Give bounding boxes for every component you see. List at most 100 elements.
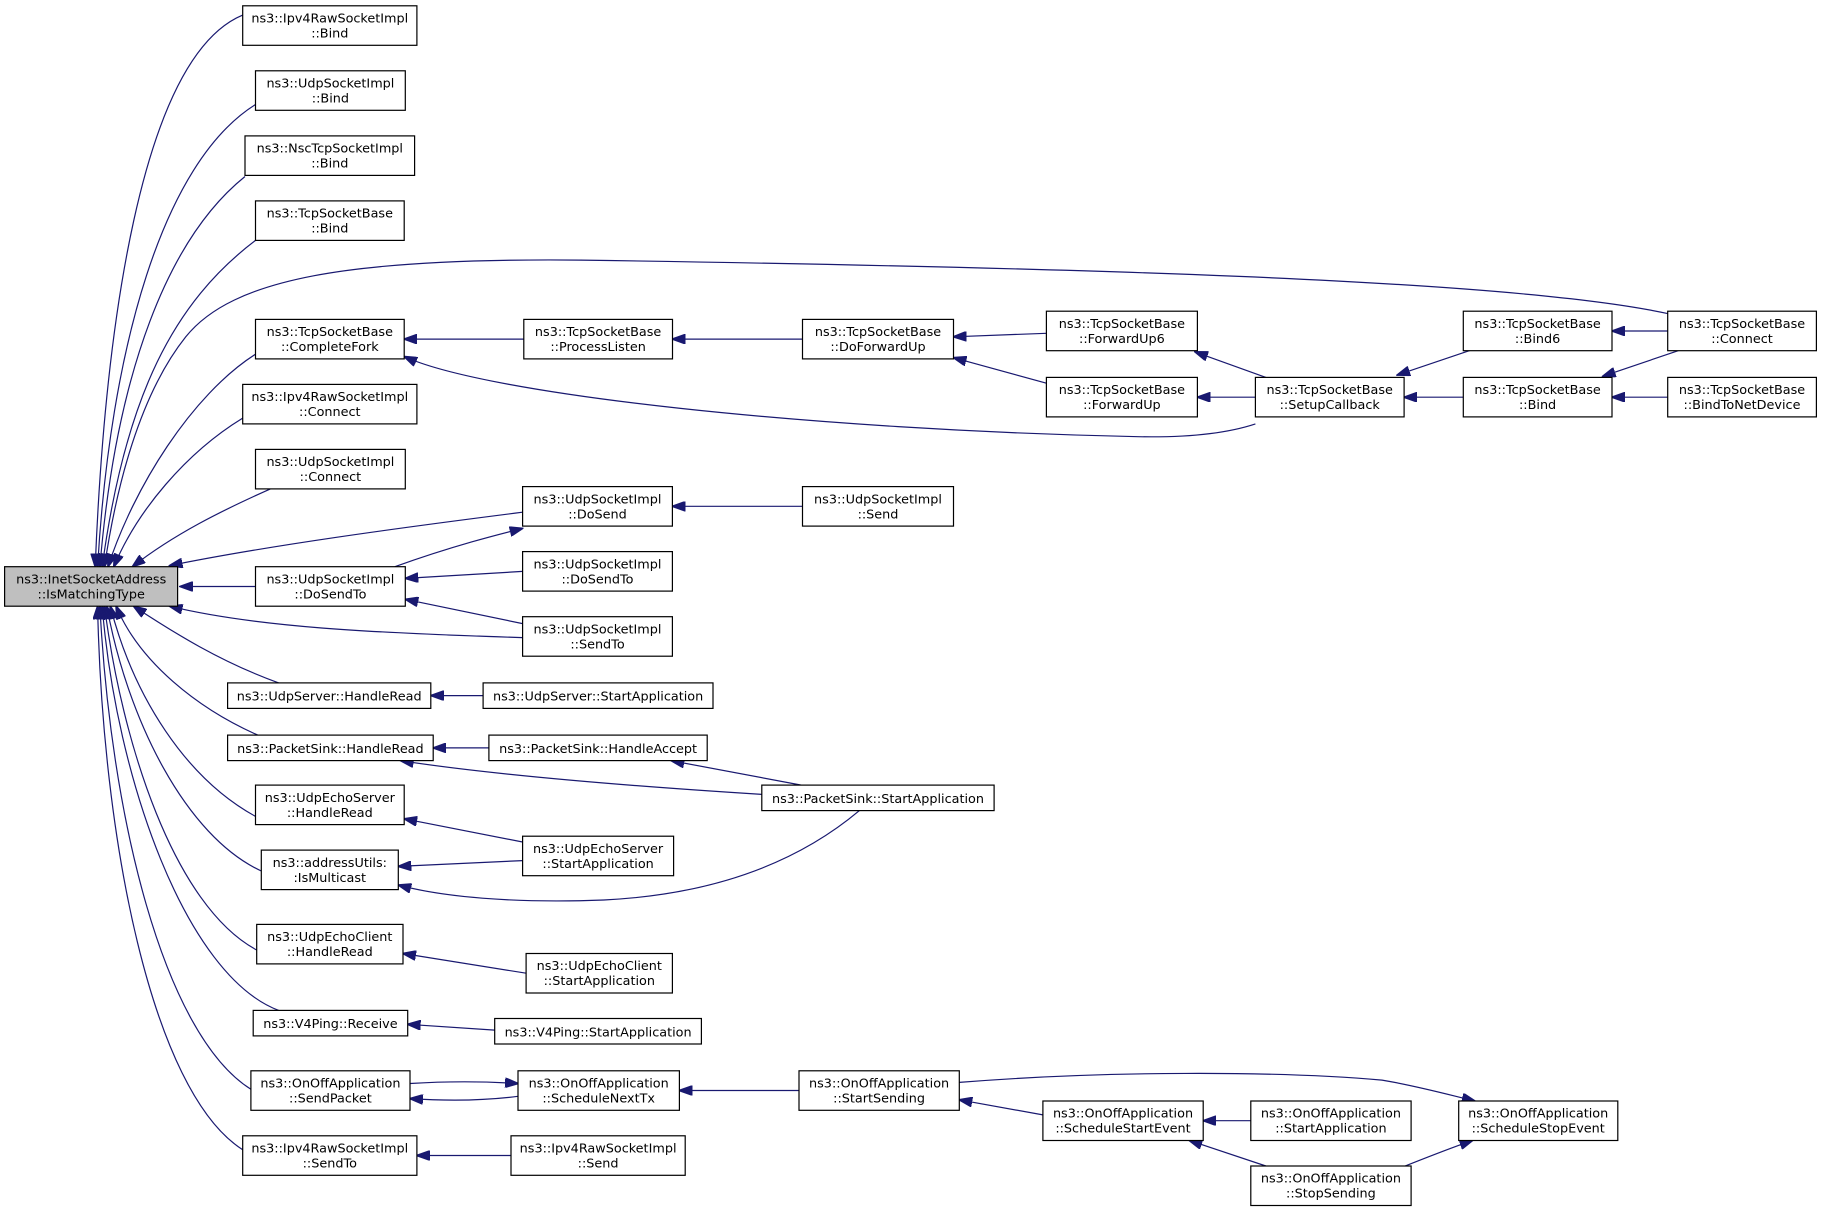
node-tcp-setupcallback[interactable]: ns3::TcpSocketBase::SetupCallback [1254,376,1405,418]
node-label-line1: ns3::PacketSink::HandleAccept [499,742,697,757]
node-v4ping-receive[interactable]: ns3::V4Ping::Receive [252,1009,409,1037]
edge-onoff-stopsending-to-onoff-schedulestopevent [1399,1140,1472,1169]
edge-udpechoclient-handleread-to-root [105,606,257,951]
node-tcp-forwardup6[interactable]: ns3::TcpSocketBase::ForwardUp6 [1045,310,1199,352]
node-ipv4raw-bind[interactable]: ns3::Ipv4RawSocketImpl::Bind [242,5,418,46]
node-label-line2: ::StopSending [1286,1187,1376,1202]
node-onoff-startapp[interactable]: ns3::OnOffApplication::StartApplication [1250,1100,1412,1142]
node-label-line1: ns3::TcpSocketBase [1679,317,1805,332]
node-box [254,70,406,111]
node-box [521,550,673,592]
node-label-line2: ::ProcessListen [550,340,646,355]
node-label-line1: ns3::TcpSocketBase [1059,317,1185,332]
edge-nsc-bind-to-root [100,176,246,567]
node-box [801,318,955,360]
node-label-line2: ::StartApplication [544,974,655,989]
node-label-line1: ns3::UdpSocketImpl [814,492,942,507]
edge-udpserver-handleread-to-root [134,606,279,684]
node-onoff-schedulenexttx[interactable]: ns3::OnOffApplication::ScheduleNextTx [517,1070,680,1111]
node-onoff-sendpacket[interactable]: ns3::OnOffApplication::SendPacket [250,1070,411,1111]
node-udpechoserver-startapp[interactable]: ns3::UdpEchoServer::StartApplication [521,835,675,877]
node-label-line1: ns3::UdpSocketImpl [534,492,662,507]
node-udp-send[interactable]: ns3::UdpSocketImpl::Send [801,486,955,527]
node-label-line2: ::IsMatchingType [38,588,145,603]
node-box [254,318,405,360]
node-tcp-completefork[interactable]: ns3::TcpSocketBase::CompleteFork [254,318,405,360]
node-nsc-bind[interactable]: ns3::NscTcpSocketImpl::Bind [244,135,416,176]
node-label-line1: ns3::Ipv4RawSocketImpl [520,1142,677,1157]
node-label-line1: ns3::TcpSocketBase [1059,383,1185,398]
edge-udp-dosend-to-root [170,511,523,565]
node-box [256,923,404,965]
edge-ipv4raw-sendto-to-root [98,606,244,1151]
node-label-line1: ns3::Ipv4RawSocketImpl [251,390,408,405]
node-label-line2: ::Bind [311,157,348,172]
edge-udp-dosendto-b-to-udp-dosendto-a [405,570,523,578]
node-label-line2: ::Bind6 [1515,332,1560,347]
node-onoff-startsending[interactable]: ns3::OnOffApplication::StartSending [798,1070,960,1111]
node-udp-dosendto-a[interactable]: ns3::UdpSocketImpl::DoSendTo [254,566,406,607]
edge-udpechoserver-handleread-to-root [110,606,256,817]
root-node[interactable]: ns3::InetSocketAddress::IsMatchingType [3,566,179,607]
node-label-line2: ::Bind [311,27,348,42]
node-udp-sendto[interactable]: ns3::UdpSocketImpl::SendTo [521,616,673,657]
edge-onoff-schedulenexttx-to-onoff-sendpacket [410,1096,519,1100]
node-tcp-bind-a[interactable]: ns3::TcpSocketBase::Bind [254,200,405,241]
node-udp-bind[interactable]: ns3::UdpSocketImpl::Bind [254,70,406,111]
node-box [227,682,432,710]
node-box [761,784,995,812]
node-packetsink-startapp[interactable]: ns3::PacketSink::StartApplication [761,784,995,812]
node-addressutils-ismulticast[interactable]: ns3::addressUtils::IsMulticast [260,849,399,891]
node-label-line1: ns3::TcpSocketBase [1474,383,1600,398]
nodes-layer: ns3::InetSocketAddress::IsMatchingTypens… [3,5,1817,1207]
node-box [1250,1165,1412,1207]
node-ipv4raw-send[interactable]: ns3::Ipv4RawSocketImpl::Send [510,1135,686,1176]
node-box [242,1135,418,1176]
node-ipv4raw-connect[interactable]: ns3::Ipv4RawSocketImpl::Connect [242,383,418,425]
node-udpechoserver-handleread[interactable]: ns3::UdpEchoServer::HandleRead [254,784,405,826]
node-packetsink-handleaccept[interactable]: ns3::PacketSink::HandleAccept [488,734,708,762]
node-tcp-processlisten[interactable]: ns3::TcpSocketBase::ProcessListen [523,318,674,360]
node-tcp-bindtonetdevice[interactable]: ns3::TcpSocketBase::BindToNetDevice [1667,376,1817,418]
node-tcp-doforwardup[interactable]: ns3::TcpSocketBase::DoForwardUp [801,318,955,360]
node-udpserver-handleread[interactable]: ns3::UdpServer::HandleRead [227,682,432,710]
node-label-line1: ns3::OnOffApplication [529,1077,669,1092]
node-tcp-bind-b[interactable]: ns3::TcpSocketBase::Bind [1462,376,1613,418]
node-v4ping-startapp[interactable]: ns3::V4Ping::StartApplication [494,1017,703,1045]
node-label-line1: ns3::OnOffApplication [1053,1107,1193,1122]
node-udp-connect[interactable]: ns3::UdpSocketImpl::Connect [254,448,406,490]
node-box [482,682,714,710]
node-onoff-stopsending[interactable]: ns3::OnOffApplication::StopSending [1250,1165,1412,1207]
node-label-line1: ns3::InetSocketAddress [16,573,166,588]
node-udpechoclient-handleread[interactable]: ns3::UdpEchoClient::HandleRead [256,923,404,965]
node-onoff-schedulestartevent[interactable]: ns3::OnOffApplication::ScheduleStartEven… [1042,1100,1204,1142]
node-label-line1: ns3::UdpEchoServer [533,842,664,857]
node-label-line1: ns3::OnOffApplication [1261,1107,1401,1122]
node-tcp-forwardup[interactable]: ns3::TcpSocketBase::ForwardUp [1045,376,1199,418]
node-box [1045,376,1199,418]
node-box [1667,376,1817,418]
node-udp-dosend[interactable]: ns3::UdpSocketImpl::DoSend [521,486,673,527]
node-packetsink-handleread[interactable]: ns3::PacketSink::HandleRead [227,734,434,762]
node-udp-dosendto-b[interactable]: ns3::UdpSocketImpl::DoSendTo [521,550,673,592]
node-label-line2: ::DoForwardUp [830,340,925,355]
node-box [250,1070,411,1111]
node-tcp-bind6[interactable]: ns3::TcpSocketBase::Bind6 [1462,310,1613,352]
node-label-line2: ::Connect [1711,332,1773,347]
node-label-line1: ns3::UdpSocketImpl [266,455,394,470]
edge-udp-connect-to-root [132,487,274,567]
node-label-line2: ::DoSendTo [561,572,633,587]
edge-packetsink-startapp-to-packetsink-handleaccept [671,761,802,786]
node-udpserver-startapp[interactable]: ns3::UdpServer::StartApplication [482,682,714,710]
edge-tcp-bind-a-to-root [102,239,256,566]
node-ipv4raw-sendto[interactable]: ns3::Ipv4RawSocketImpl::SendTo [242,1135,418,1176]
node-label-line2: ::ScheduleNextTx [542,1092,655,1107]
node-tcp-connect[interactable]: ns3::TcpSocketBase::Connect [1667,310,1817,352]
node-label-line2: ::SendTo [570,637,624,652]
node-udpechoclient-startapp[interactable]: ns3::UdpEchoClient::StartApplication [525,952,673,994]
node-label-line1: ns3::UdpEchoClient [537,959,662,974]
node-box [525,952,673,994]
node-box [1458,1100,1619,1142]
node-label-line1: ns3::PacketSink::HandleRead [237,742,424,757]
node-onoff-schedulestopevent[interactable]: ns3::OnOffApplication::ScheduleStopEvent [1458,1100,1619,1142]
